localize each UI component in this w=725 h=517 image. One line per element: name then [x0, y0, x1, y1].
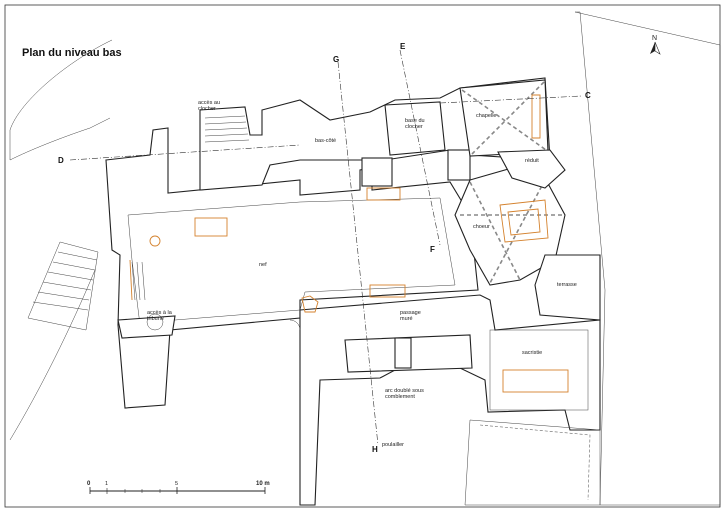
- chapel-bench: [531, 94, 541, 139]
- sacristy-bench: [502, 369, 569, 393]
- sacristy-room: [489, 329, 589, 411]
- label-acces-clocher-l2: clocher: [198, 106, 216, 112]
- label-arc-double-l1: arc doublé sous: [385, 388, 424, 394]
- section-label-G: G: [333, 55, 339, 64]
- altar-inner: [507, 208, 541, 236]
- label-acces-tribune-l1: accès à la: [147, 310, 173, 316]
- label-choeur: choeur: [473, 224, 490, 230]
- label-acces-clocher: accès au clocher: [198, 100, 222, 112]
- scale-tick-10: 10 m: [256, 481, 270, 487]
- scale-tick-1: 1: [105, 481, 108, 487]
- stair-turret: [146, 313, 164, 331]
- nave-bench: [194, 217, 228, 237]
- label-terrasse: terrasse: [557, 282, 577, 288]
- scale-tick-5: 5: [175, 481, 178, 487]
- nave-walls: [105, 127, 479, 409]
- section-line-G-H: [337, 61, 379, 446]
- label-nef: nef: [259, 262, 267, 268]
- nave-bench: [366, 187, 401, 201]
- label-acces-tribune: accès à la tribune: [147, 310, 173, 322]
- section-label-D: D: [58, 156, 64, 165]
- scale-tick-0: 0: [87, 481, 91, 487]
- label-passage-mure-l1: passage: [400, 310, 421, 316]
- label-poulailler: poulailler: [382, 442, 404, 448]
- altar: [499, 199, 549, 243]
- tribune-access: [117, 315, 176, 339]
- section-label-C: C: [585, 91, 591, 100]
- terrain-lower-dash: [479, 424, 591, 501]
- section-line-E-F: [399, 49, 441, 246]
- terrace-area: [534, 254, 601, 321]
- bell-stair: [204, 115, 250, 143]
- south-block: [299, 294, 601, 506]
- tower-pillar: [361, 157, 393, 187]
- plan-title: Plan du niveau bas: [22, 47, 122, 59]
- label-base-clocher-l2: clocher: [405, 124, 423, 130]
- north-arrow: N: [650, 35, 661, 55]
- label-passage-mure: passage muré: [400, 310, 422, 322]
- nave-door: [289, 319, 301, 331]
- bell-tower-base: [384, 101, 446, 156]
- label-base-clocher: base du clocher: [405, 118, 426, 130]
- tower-pillar: [447, 149, 471, 181]
- label-bas-cote: bas-côté: [315, 138, 336, 144]
- terrain-line-left: [9, 269, 96, 441]
- label-passage-mure-l2: muré: [400, 316, 413, 322]
- passage-pillar: [394, 337, 412, 369]
- chapel-vault: [461, 81, 547, 155]
- label-acces-tribune-l2: tribune: [147, 316, 164, 322]
- section-label-F: F: [430, 245, 435, 254]
- font-basin: [149, 235, 161, 247]
- reduit-room: [497, 149, 566, 189]
- label-arc-double-l2: comblement: [385, 394, 415, 400]
- terrain-curve-left: [9, 39, 113, 161]
- pulpit: [301, 295, 319, 313]
- label-base-clocher-l1: base du: [405, 118, 425, 124]
- label-acces-clocher-l1: accès au: [198, 100, 220, 106]
- section-label-H: H: [372, 445, 378, 454]
- terrain-lower: [464, 419, 601, 506]
- label-arc-double: arc doublé sous comblement: [385, 388, 425, 400]
- label-reduit: réduit: [525, 158, 539, 164]
- section-line-D: [69, 144, 301, 161]
- choir-vault: [460, 179, 562, 284]
- north-label: N: [652, 35, 657, 42]
- nave-bench: [369, 284, 406, 298]
- scale-bar: 0 1 5 10 m: [87, 481, 270, 494]
- nave-stair-steps: [129, 259, 146, 301]
- label-chapelle: chapelle: [476, 113, 497, 119]
- label-sacristie: sacristie: [522, 350, 542, 356]
- section-label-E: E: [400, 42, 406, 51]
- chapel-outline: [459, 79, 549, 157]
- exterior-stair: [27, 241, 99, 331]
- section-line-C: [439, 95, 583, 104]
